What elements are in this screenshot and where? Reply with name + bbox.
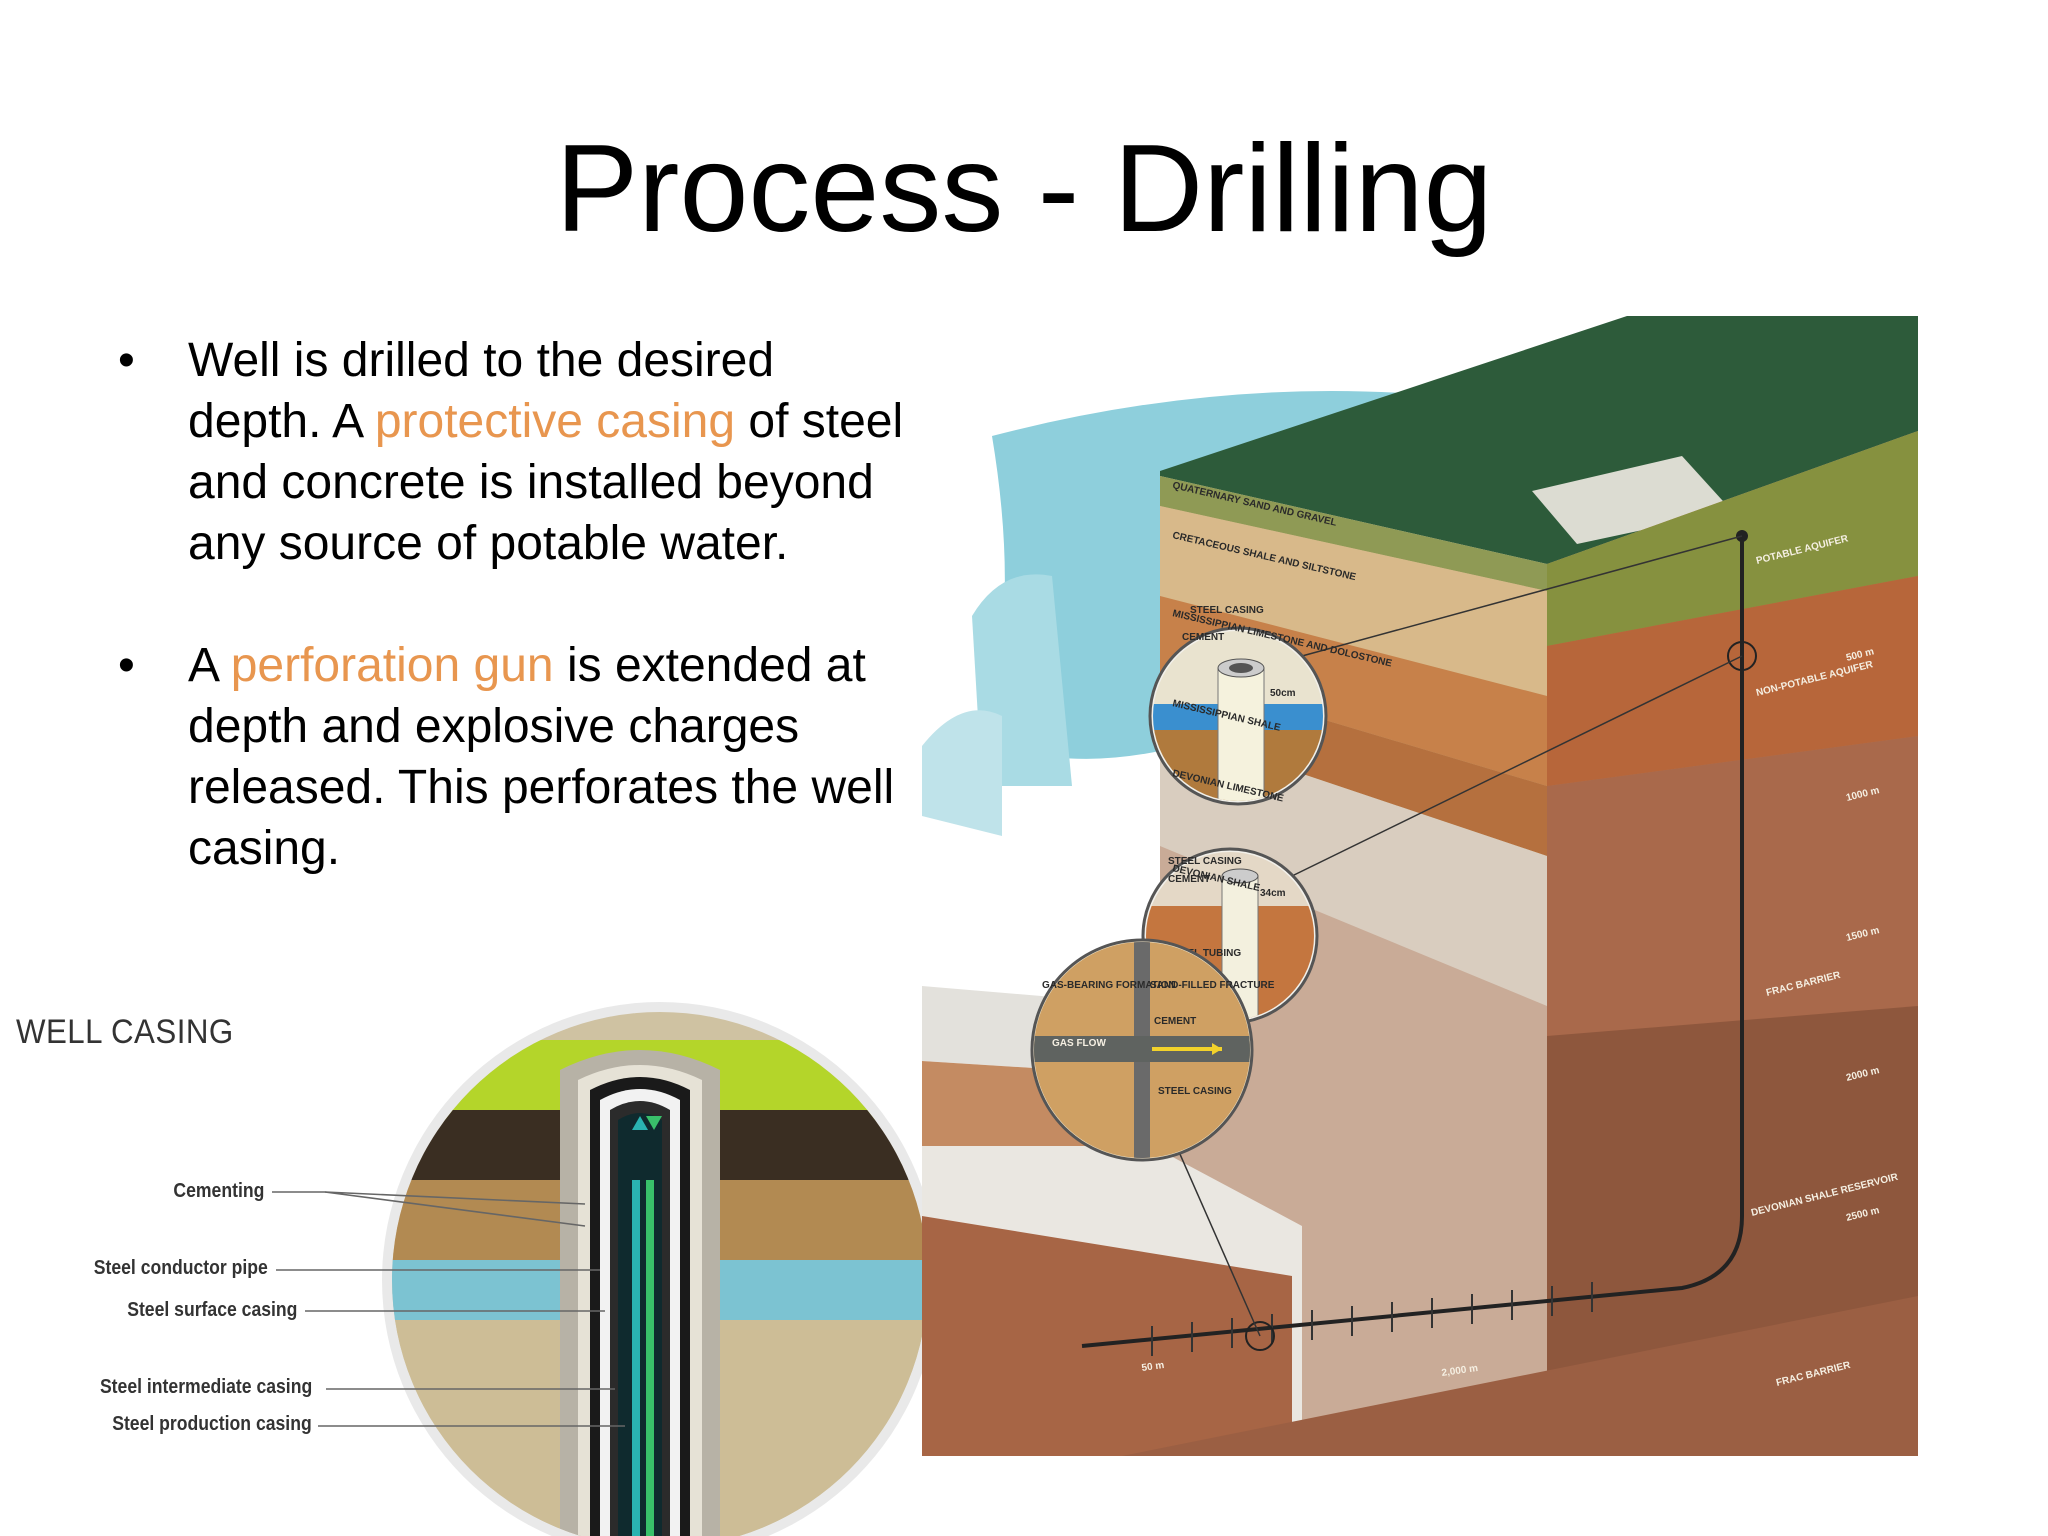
label-intermediate-casing: Steel intermediate casing (99, 1376, 312, 1398)
well-casing-title: WELL CASING (16, 1013, 234, 1051)
label-cement: CEMENT (1182, 632, 1224, 643)
bullet-text: of steel and concrete is installed beyon… (188, 395, 904, 570)
label-steel-casing: STEEL CASING (1168, 856, 1242, 867)
production-tube (646, 1180, 654, 1536)
label-steel-casing: STEEL CASING (1158, 1086, 1232, 1097)
label-steel-casing: STEEL CASING (1190, 605, 1264, 616)
label-sand-fracture: SAND-FILLED FRACTURE (1150, 980, 1275, 991)
perforations (1151, 1282, 1593, 1356)
label-gas-formation: GAS-BEARING FORMATION (1042, 980, 1176, 991)
label-gas-flow: GAS FLOW (1052, 1038, 1106, 1049)
label-cement: CEMENT (1168, 874, 1210, 885)
leader-lines (272, 1191, 625, 1427)
label-steel-tubing: STEEL TUBING (1168, 948, 1241, 959)
bullet-marker: • (118, 334, 135, 387)
bullet-item: • Well is drilled to the desired depth. … (118, 330, 918, 574)
callout-casing-top: STEEL CASING CEMENT 50cm (1148, 605, 1328, 806)
label-small-distance: 50 m (1141, 1360, 1165, 1374)
flow-arrow-icon (632, 1116, 648, 1130)
label-conductor-pipe: Steel conductor pipe (93, 1257, 268, 1279)
bullet-text: Well is drilled to the desired depth. A (188, 334, 775, 448)
production-tube (632, 1180, 640, 1536)
highlight-term: protective casing (374, 395, 736, 448)
well-bore (1081, 536, 1744, 1348)
well-pad (1532, 456, 1732, 544)
bullet-list: • Well is drilled to the desired depth. … (118, 330, 918, 879)
label-production-casing: Steel production casing (112, 1413, 312, 1435)
label-size-34: 34cm (1260, 888, 1286, 899)
forest (1160, 316, 1918, 564)
cross-section-illustration: STEEL CASING CEMENT 50cm STEEL CASING CE… (922, 316, 1918, 1456)
bullet-text: is extended at depth and explosive charg… (188, 639, 895, 875)
label-horizontal-length: 2,000 m (1441, 1363, 1479, 1379)
flow-arrow-icon (646, 1116, 662, 1130)
label-surface-casing: Steel surface casing (126, 1299, 297, 1321)
bullet-item: • A perforation gun is extended at depth… (118, 635, 918, 879)
highlight-term: perforation gun (230, 639, 554, 692)
label-cement: CEMENT (1154, 1016, 1196, 1027)
bullet-marker: • (118, 639, 135, 692)
bullet-text: A (188, 639, 231, 692)
well-casing-diagram (272, 1002, 938, 1536)
label-size-50: 50cm (1270, 688, 1296, 699)
label-cementing: Cementing (173, 1180, 264, 1202)
callout-fracture: GAS-BEARING FORMATION SAND-FILLED FRACTU… (1030, 938, 1275, 1162)
slide-title: Process - Drilling (555, 120, 1493, 258)
side-face-layers (1547, 431, 1918, 1456)
